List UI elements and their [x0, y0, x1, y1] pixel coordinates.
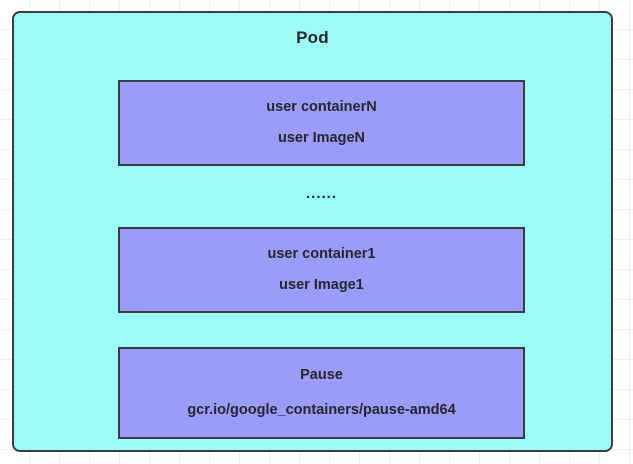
container-box-user-container-1: user container1 user Image1 — [118, 227, 525, 313]
pod-title: Pod — [296, 28, 329, 47]
container-image-pause: gcr.io/google_containers/pause-amd64 — [187, 402, 456, 418]
container-box-user-container-n: user containerN user ImageN — [118, 80, 525, 166]
ellipsis-separator: ...... — [305, 185, 337, 202]
container-image-user-container-1: user Image1 — [279, 277, 364, 293]
pod-container: Pod user containerN user ImageN ...... u… — [12, 11, 613, 452]
container-image-user-container-n: user ImageN — [277, 130, 366, 146]
container-name-user-container-1: user container1 — [267, 245, 376, 262]
container-box-pause: Pause gcr.io/google_containers/pause-amd… — [118, 347, 525, 439]
container-name-pause: Pause — [300, 366, 343, 383]
container-name-user-container-n: user containerN — [266, 98, 377, 115]
